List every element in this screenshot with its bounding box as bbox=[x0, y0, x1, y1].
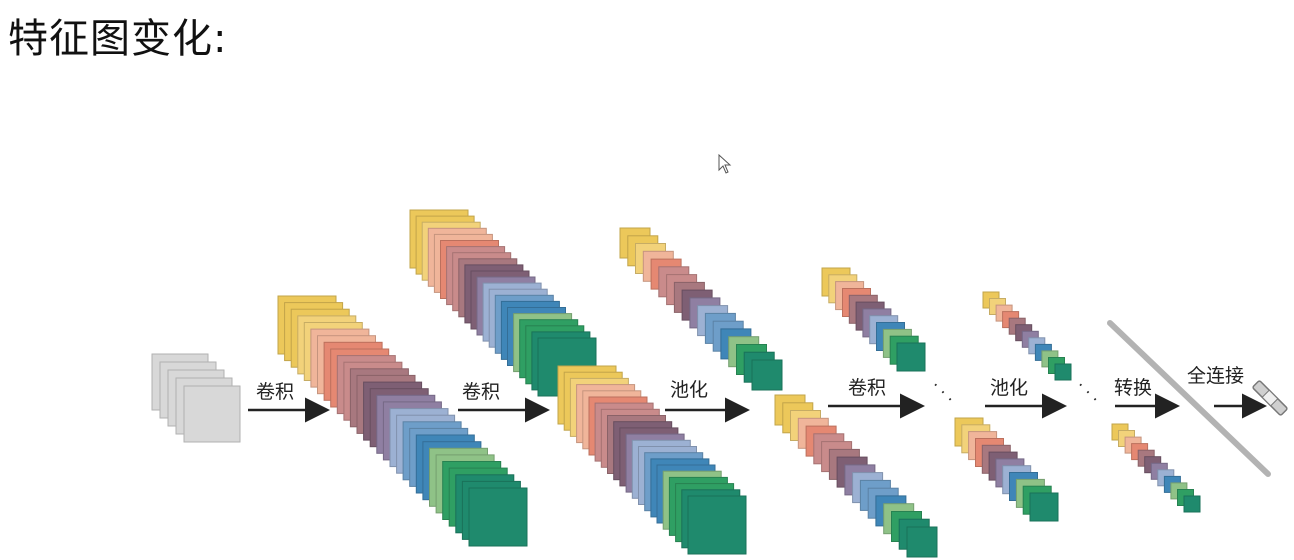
conv3-feature-maps-a bbox=[821, 267, 926, 372]
feature-map-slice bbox=[1054, 363, 1072, 381]
feature-map-slice bbox=[1183, 495, 1201, 513]
pool2-feature-maps-a bbox=[982, 291, 1072, 381]
label-conv1: 卷积 bbox=[256, 381, 294, 403]
label-conv3: 卷积 bbox=[848, 377, 886, 399]
input-image-stack bbox=[151, 353, 241, 443]
ellipsis-2: · · · bbox=[1072, 376, 1103, 407]
label-flatten: 转换 bbox=[1114, 377, 1152, 399]
ellipsis-1: · · · bbox=[927, 376, 958, 407]
label-fc: 全连接 bbox=[1187, 365, 1244, 387]
conv2-feature-maps-a bbox=[409, 209, 597, 397]
feature-map-slice bbox=[687, 495, 747, 555]
flattened-vector-bar bbox=[1107, 320, 1271, 477]
feature-map-slice bbox=[751, 359, 783, 391]
label-pool1: 池化 bbox=[670, 379, 708, 401]
feature-map-slice bbox=[1029, 492, 1059, 522]
label-conv2: 卷积 bbox=[462, 381, 500, 403]
conv2-feature-maps-b bbox=[557, 365, 747, 555]
pool2-feature-maps-b bbox=[1111, 423, 1201, 513]
conv3-feature-maps-b bbox=[954, 417, 1059, 522]
pool1-feature-maps-b bbox=[774, 394, 938, 558]
feature-map-slice bbox=[906, 526, 938, 558]
feature-map-slice bbox=[896, 342, 926, 372]
conv1-feature-maps bbox=[277, 295, 528, 547]
feature-map-slice bbox=[183, 385, 241, 443]
mouse-cursor-icon bbox=[718, 153, 732, 174]
fully-connected-output bbox=[1252, 380, 1288, 416]
pool1-feature-maps-a bbox=[619, 227, 783, 391]
feature-map-slice bbox=[468, 487, 528, 547]
label-pool2: 池化 bbox=[990, 377, 1028, 399]
page-title: 特征图变化: bbox=[8, 16, 228, 62]
